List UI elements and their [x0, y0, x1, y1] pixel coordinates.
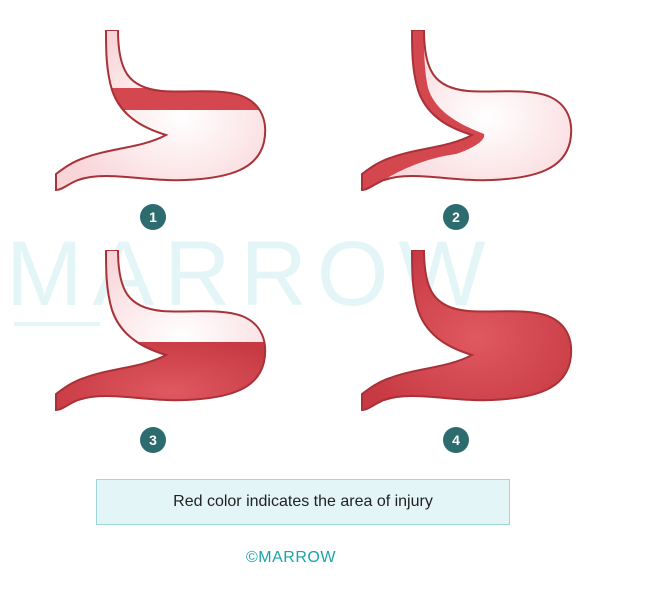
caption-text: Red color indicates the area of injury — [173, 493, 433, 510]
injury-region — [110, 88, 266, 110]
watermark-text: MARROW — [6, 223, 496, 325]
caption-box: Red color indicates the area of injury — [96, 479, 510, 525]
stomach-illustration-3 — [55, 249, 267, 411]
stomach-figure-4 — [356, 249, 576, 430]
stomach-illustration-4 — [361, 249, 573, 411]
injury-region — [362, 30, 485, 190]
watermark-underline — [14, 322, 100, 326]
figure-number-badge-3: 3 — [140, 427, 166, 453]
figure-number-badge-2: 2 — [443, 204, 469, 230]
stomach-illustration-1 — [55, 29, 267, 191]
injury-region — [362, 250, 572, 410]
stomach-figure-1 — [50, 29, 270, 210]
stomach-figure-2 — [356, 29, 576, 210]
injury-region — [56, 342, 266, 410]
figure-number-badge-1: 1 — [140, 204, 166, 230]
copyright-mark: ©MARROW — [246, 549, 336, 566]
figure-number-badge-4: 4 — [443, 427, 469, 453]
stomach-illustration-2 — [361, 29, 573, 191]
stomach-figure-3 — [50, 249, 270, 430]
